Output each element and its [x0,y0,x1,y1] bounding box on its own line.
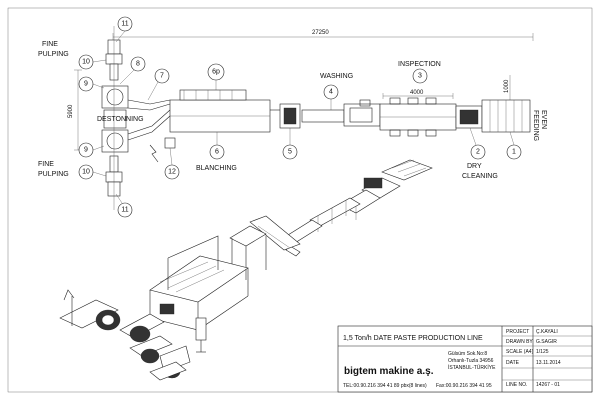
washing-unit [301,99,381,127]
svg-text:6p: 6p [212,69,220,76]
callout-12: 12 [164,147,180,180]
label-dry-cleaning-1: DRY [467,163,482,170]
dimension-inspection: 4000 [382,90,454,99]
inspection-table [379,97,457,137]
label-fine-top-2: PULPING [38,51,69,58]
svg-text:10: 10 [82,59,90,66]
svg-text:8: 8 [136,61,140,68]
label-inspection: INSPECTION [398,61,441,68]
callout-6: 6 [209,132,225,160]
elevator-5 [279,103,301,129]
svg-text:12: 12 [168,169,176,176]
line-no-value: 14267 - 01 [536,382,560,388]
svg-text:10: 10 [82,169,90,176]
isometric-view [59,159,433,381]
svg-text:4: 4 [329,89,333,96]
svg-text:9: 9 [84,81,88,88]
svg-text:3: 3 [418,73,422,80]
scale-label: SCALE (A4) [506,349,534,355]
callout-6p: 6p [207,63,225,90]
callout-11-bottom: 11 [115,193,133,218]
date-label: DATE [506,360,520,366]
fax-text: Fax:00.90.216 394 41 95 [436,383,492,389]
feeding-height-dim: 1000 [504,79,510,93]
destoner-feed-pipes [127,99,171,141]
callout-8: 8 [119,56,146,85]
svg-text:2: 2 [476,149,480,156]
label-dry-cleaning-2: CLEANING [462,173,498,180]
svg-text:6: 6 [215,149,219,156]
svg-text:9: 9 [84,147,88,154]
title-block [337,325,593,393]
dry-cleaning-unit [455,105,483,129]
blanching-unit [169,89,280,133]
svg-text:11: 11 [121,207,128,214]
svg-text:11: 11 [121,21,128,28]
callout-4: 4 [323,84,339,110]
callout-3: 3 [412,68,428,84]
phone-text: TEL:00.90.216 394 41 89 pbx(8 lines) [343,383,427,389]
sheet-border [7,7,593,393]
scale-value: 1/125 [536,349,549,355]
dimension-feeding-height: 1000 [504,75,511,100]
callout-5: 5 [282,128,298,160]
date-value: 13.11.2014 [536,360,561,366]
even-feeding-unit [481,99,531,133]
width-dim: 5900 [68,104,74,118]
label-fine-bottom-1: FINE [38,161,54,168]
project-label: PROJECT [506,329,529,335]
callout-7: 7 [147,68,170,101]
drawn-by-label: DRAWN BY [506,339,533,345]
label-feeding: FEEDING [532,110,539,141]
label-destonning: DESTONNING [97,116,144,123]
overall-length-dim: 27250 [312,30,329,36]
callout-10-top: 10 [78,54,107,70]
drawing-title: 1,5 Ton/h DATE PASTE PRODUCTION LINE [343,335,483,342]
callout-9-bottom: 9 [78,142,105,158]
svg-text:1: 1 [512,149,516,156]
label-fine-top-1: FINE [42,41,58,48]
label-even: EVEN [540,110,547,129]
svg-text:7: 7 [160,73,164,80]
dimension-overall: 27250 [112,30,534,41]
label-blanching: BLANCHING [196,165,237,172]
inspection-length-dim: 4000 [410,90,424,96]
address-line-3: İSTANBUL-TÜRKİYE [448,364,496,371]
address-line-1: Gülsüm Sok.No:8 [448,351,487,357]
label-fine-bottom-2: PULPING [38,171,69,178]
dimension-width: 5900 [68,69,82,151]
label-washing: WASHING [320,73,353,80]
svg-text:5: 5 [288,149,292,156]
pulping-column [101,26,129,210]
project-value: Ç.KAYALI [536,329,558,335]
callout-1: 1 [506,131,522,160]
line-no-label: LINE NO. [506,382,527,388]
company-logo-text: bigtem makine a.ş. [344,366,434,377]
drawn-by-value: G.SAGIR [536,339,557,345]
address-line-2: Orhanlı-Tuzla 34956 [448,358,494,364]
callout-11-top: 11 [115,16,133,43]
callout-2: 2 [469,127,486,160]
callout-9-top: 9 [78,76,105,92]
callout-10-bottom: 10 [78,164,107,180]
